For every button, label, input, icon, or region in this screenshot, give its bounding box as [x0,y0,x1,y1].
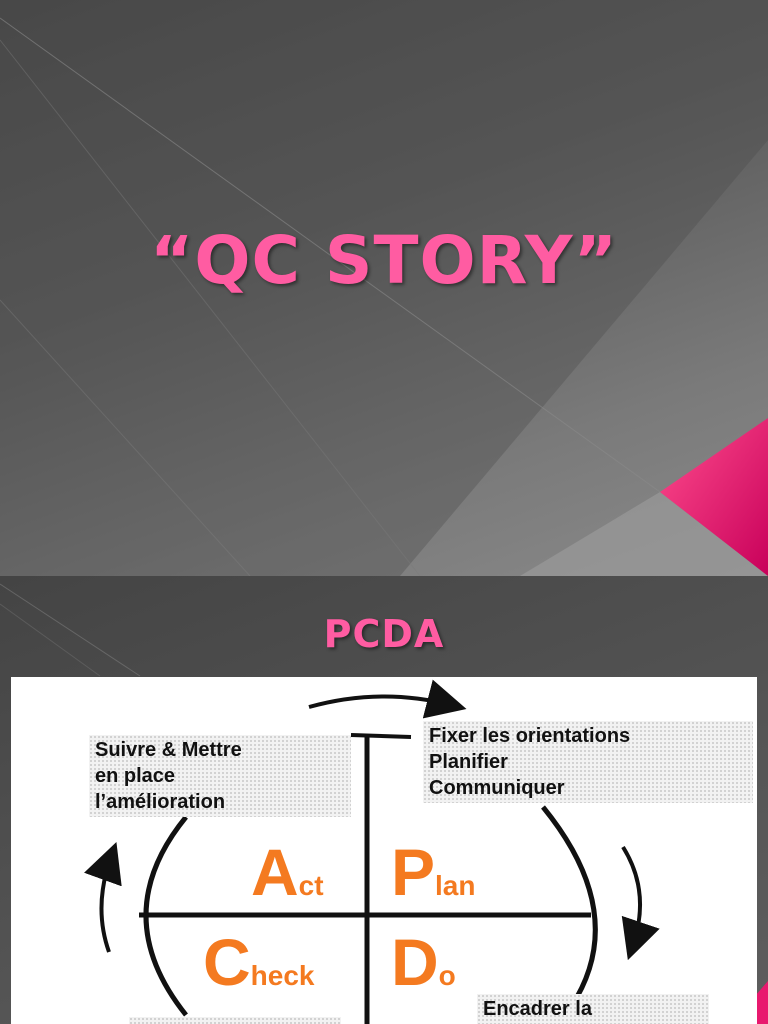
magenta-triangle-accent [660,418,768,576]
plan-note-line: Communiquer [429,777,565,799]
top-arrow-icon [308,679,467,719]
pdca-slide: PCDA Suivre & Mettre en place l’améliora… [0,576,768,1024]
vertical-axis-cap [350,733,412,739]
quadrant-plan: Plan [391,834,476,910]
plan-note-line: Planifier [429,751,508,773]
do-note-line: Encadrer la [483,998,592,1020]
act-note-line: l’amélioration [95,791,226,813]
do-initial: D [391,925,439,999]
right-arc [541,805,598,1009]
check-rest: heck [250,960,315,991]
act-note: Suivre & Mettre en place l’amélioration [89,735,351,817]
check-note [129,1017,341,1024]
act-note-line: en place [95,765,176,787]
title-slide: “QC STORY” [0,0,768,576]
quadrant-act: Act [251,834,324,910]
plan-note: Fixer les orientations Planifier Communi… [423,721,753,803]
do-note: Encadrer la [477,994,709,1024]
do-rest: o [438,960,456,991]
quadrant-check: Check [203,924,315,1000]
plan-rest: lan [435,870,476,901]
act-note-line: Suivre & Mettre [95,739,242,761]
slide-decoration [0,583,768,1024]
slide-title: PCDA [323,612,445,656]
plan-note-line: Fixer les orientations [429,725,631,747]
plan-initial: P [391,835,436,909]
act-rest: ct [298,870,324,901]
magenta-edge-accent [755,981,768,1024]
slide-title: “QC STORY” [150,222,618,299]
left-arc [143,815,188,1017]
left-arrow-icon [84,841,122,953]
act-initial: A [251,835,299,909]
pdca-cycle-graphic [84,679,660,1024]
check-initial: C [203,925,251,999]
right-arrow-icon [621,845,660,961]
slide-decoration [0,17,768,576]
pdca-diagram: Suivre & Mettre en place l’amélioration … [11,677,757,1024]
quadrant-do: Do [391,924,456,1000]
